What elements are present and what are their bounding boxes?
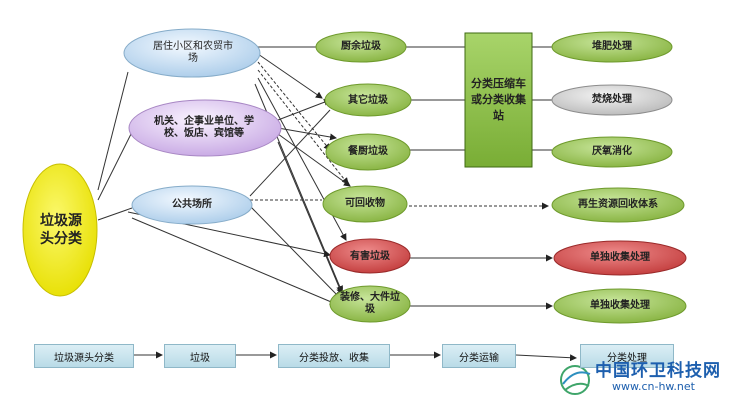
source-connectors [127, 46, 351, 305]
source-node-public [131, 185, 253, 225]
category-node-bulky [329, 285, 411, 323]
treatment-node-anaerobic [551, 136, 673, 168]
category-node-kitchen [315, 31, 407, 63]
treatment-node-recycling-system [551, 187, 685, 223]
category-node-other [324, 83, 412, 117]
treatment-node-compost [551, 31, 673, 63]
treatment-node-hazardous-collection [553, 240, 687, 276]
flow-step-sorted-treatment: 分类处理 [580, 344, 674, 368]
category-node-hazardous [329, 238, 411, 274]
category-node-recyclable [322, 185, 408, 223]
category-node-restaurant [325, 133, 411, 171]
origin-connectors [97, 71, 133, 221]
treatment-node-bulky-collection [553, 288, 687, 324]
collection-station-node [464, 32, 533, 168]
brand-name: 中国环卫科技网 [595, 361, 721, 381]
source-node-institutions [128, 99, 282, 157]
origin-node [22, 163, 98, 297]
flow-step-source-classification: 垃圾源头分类 [34, 344, 134, 368]
brand-logo-icon [560, 365, 591, 395]
source-node-residential [123, 28, 261, 78]
flow-step-sorted-collection: 分类投放、收集 [278, 344, 390, 368]
treatment-connectors [404, 46, 553, 310]
flow-step-sorted-transport: 分类运输 [442, 344, 516, 368]
brand-url: www.cn-hw.net [612, 380, 695, 393]
treatment-node-incineration [551, 84, 673, 116]
flow-connectors [134, 351, 577, 362]
flow-step-waste: 垃圾 [164, 344, 236, 368]
